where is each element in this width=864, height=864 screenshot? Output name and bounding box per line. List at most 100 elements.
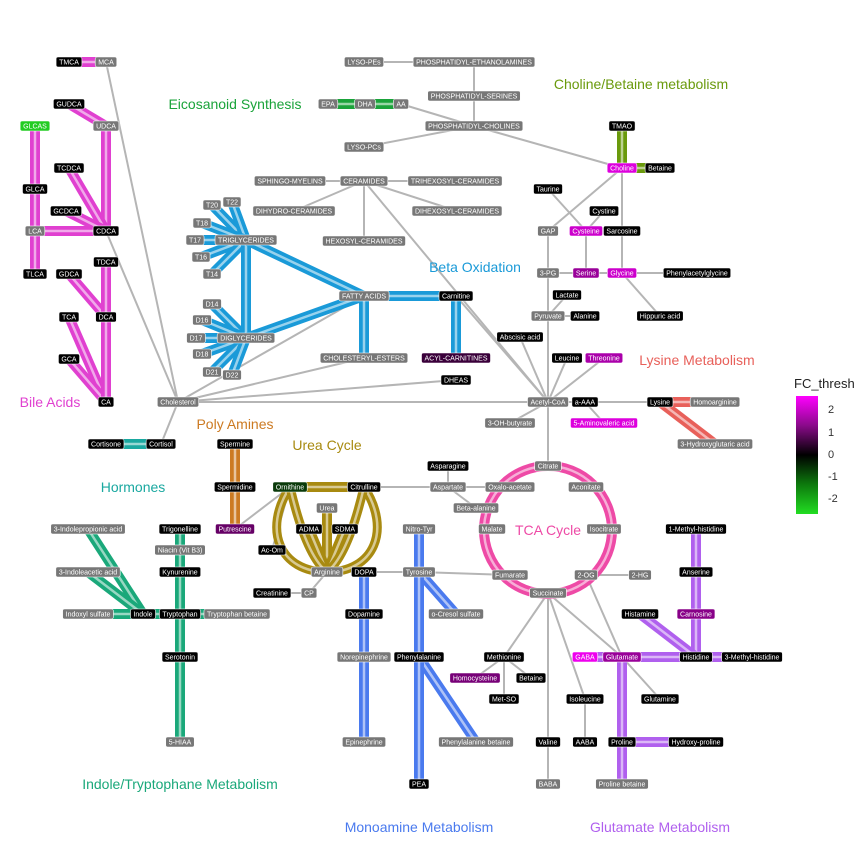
- metabolite-label: 5-Aminovaleric acid: [573, 421, 634, 428]
- legend-tickmark: [818, 477, 822, 478]
- metabolite-node-box: [339, 175, 389, 187]
- metabolite-node: o-Cresol sulfate: [428, 608, 484, 620]
- metabolite-node-box: [602, 651, 642, 663]
- metabolite-node-box: [22, 268, 48, 280]
- metabolite-node-box: [92, 225, 120, 237]
- metabolite-node: Betaine: [644, 162, 676, 174]
- metabolite-label: Met-SO: [492, 697, 517, 704]
- metabolite-node-box: [571, 396, 599, 408]
- metabolite-node-box: [354, 98, 376, 110]
- metabolite-label: 2-OG: [577, 573, 594, 580]
- metabolite-node-box: [483, 651, 525, 663]
- metabolite-label: Malate: [481, 527, 502, 534]
- metabolite-label: Hydroxy-proline: [671, 740, 720, 747]
- metabolite-label: Threonine: [588, 356, 620, 363]
- metabolite-node-box: [300, 587, 318, 599]
- metabolite-node-box: [636, 310, 684, 322]
- metabolite-label: ACYL-CARNITINES: [424, 356, 487, 363]
- metabolite-node: Citrate: [534, 460, 562, 472]
- metabolite-node: AA: [393, 98, 409, 110]
- metabolite-label: MCA: [98, 60, 114, 67]
- metabolite-node-box: [568, 481, 604, 493]
- metabolite-label: Homoarginine: [693, 400, 737, 407]
- pathway-edge-highlight: [245, 238, 365, 298]
- metabolite-node-box: [159, 608, 201, 620]
- metabolite-node: AABA: [572, 736, 598, 748]
- pathway-edge-highlight: [67, 167, 108, 232]
- metabolite-node-box: [222, 196, 242, 208]
- legend-tick-label: -2: [828, 493, 838, 505]
- metabolite-node: Creatinine: [252, 587, 292, 599]
- connector-edge: [547, 592, 586, 700]
- metabolite-label: Leucine: [555, 356, 580, 363]
- fc-legend: FC_thresh 2 1 0 -1 -2: [794, 376, 864, 516]
- metabolite-node: DIGLYCERIDES: [216, 332, 276, 344]
- metabolite-label: Ac-Om: [261, 548, 283, 555]
- metabolite-node-box: [53, 98, 85, 110]
- metabolite-node-box: [621, 608, 659, 620]
- metabolite-label: T20: [206, 203, 218, 210]
- connector-edge: [177, 379, 457, 403]
- metabolite-node: CA: [97, 396, 115, 408]
- metabolite-label: PHOSPHATIDYL-SERINES: [431, 94, 518, 101]
- metabolite-node-box: [202, 366, 222, 378]
- metabolite-label: GLCAS: [23, 124, 47, 131]
- metabolite-node: Cystine: [589, 205, 619, 217]
- metabolite-node-box: [679, 651, 713, 663]
- metabolite-label: Anserine: [682, 570, 710, 577]
- metabolite-node: 1-Methyl-histidine: [665, 523, 727, 535]
- connector-edge: [519, 336, 549, 403]
- pathway-label: Beta Oxidation: [429, 259, 521, 275]
- metabolite-label: Abscisic acid: [500, 335, 541, 342]
- connector-edge: [105, 230, 179, 403]
- metabolite-node: TRIGLYCERIDES: [214, 234, 278, 246]
- metabolite-node: Indole: [130, 608, 156, 620]
- metabolite-node-box: [342, 736, 386, 748]
- metabolite-node: LYSO-PCs: [343, 141, 385, 153]
- metabolite-label: CERAMIDES: [343, 179, 385, 186]
- metabolite-node: Taurine: [533, 183, 563, 195]
- metabolite-node-box: [331, 523, 359, 535]
- metabolite-node-box: [676, 608, 716, 620]
- metabolite-label: DHEAS: [444, 378, 468, 385]
- connector-edge: [585, 574, 623, 658]
- metabolite-node-box: [571, 651, 599, 663]
- metabolite-node: CERAMIDES: [339, 175, 389, 187]
- metabolite-node-box: [646, 396, 674, 408]
- metabolite-node: Threonine: [584, 352, 624, 364]
- metabolite-node-box: [213, 481, 257, 493]
- metabolite-label: Betaine: [519, 676, 543, 683]
- metabolite-label: Niacin (Vit B3): [158, 548, 203, 555]
- metabolite-label: Kynurenine: [162, 570, 198, 577]
- metabolite-node-box: [50, 523, 126, 535]
- metabolite-node-box: [192, 217, 212, 229]
- metabolite-node: 3-Indoleacetic acid: [55, 566, 121, 578]
- metabolite-node: Isocitrate: [586, 523, 622, 535]
- metabolite-node-box: [537, 225, 559, 237]
- metabolite-node-box: [316, 502, 338, 514]
- metabolite-label: Cysteine: [572, 229, 599, 236]
- metabolite-node-box: [449, 672, 501, 684]
- metabolite-label: LYSO-PCs: [347, 145, 381, 152]
- metabolite-node-box: [569, 225, 603, 237]
- metabolite-node-box: [535, 778, 561, 790]
- metabolite-label: Trigonelline: [162, 527, 198, 534]
- metabolite-node: Phenylalanine: [393, 651, 445, 663]
- metabolite-label: Tryptophan: [162, 612, 197, 619]
- metabolite-node: Glutamate: [602, 651, 642, 663]
- pathway-label: Eicosanoid Synthesis: [168, 96, 301, 112]
- pathway-edge-highlight: [68, 273, 107, 318]
- metabolite-node: T22: [222, 196, 242, 208]
- metabolite-node: DHEAS: [440, 374, 472, 386]
- metabolite-label: Lysine: [650, 400, 670, 407]
- metabolite-node-box: [665, 523, 727, 535]
- metabolite-node: Asparagine: [426, 460, 470, 472]
- metabolite-label: Beta-alanine: [456, 506, 495, 513]
- metabolite-node: TCA: [58, 311, 80, 323]
- metabolite-node-box: [515, 672, 547, 684]
- metabolite-label: T22: [226, 200, 238, 207]
- metabolite-node-box: [589, 205, 619, 217]
- metabolite-node-box: [393, 651, 445, 663]
